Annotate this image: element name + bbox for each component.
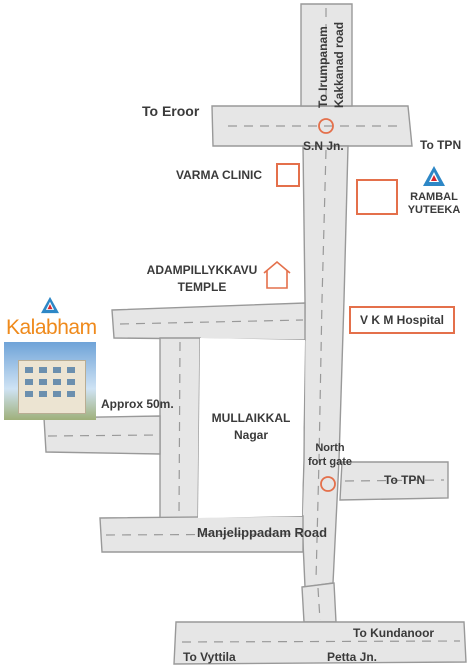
label-petta-jn: Petta Jn. (327, 650, 378, 664)
rambal-yuteeka-marker (356, 179, 398, 215)
label-to-tpn-top: To TPN (420, 138, 462, 152)
road-irumpanam (300, 3, 353, 107)
kalabham-logo-icon (41, 296, 59, 314)
kalabham-logo: Kalabham (4, 296, 100, 340)
label-rambal-yuteeka: RAMBAL YUTEEKA (404, 191, 464, 217)
building-illustration (18, 360, 86, 414)
label-adampillykkavu: ADAMPILLYKKAVU (146, 263, 258, 277)
rambal-logo-icon (423, 166, 445, 186)
road-vyttila-kundanoor (173, 621, 467, 665)
road-dash (315, 149, 327, 581)
label-north-fort-gate: North fort gate (298, 441, 362, 469)
label-temple-word: TEMPLE (177, 280, 227, 294)
label-to-kundanoor: To Kundanoor (353, 626, 435, 640)
label-fort-gate: fort gate (308, 456, 352, 468)
label-to-vyttila: To Vyttila (183, 650, 236, 664)
label-to-eroor: To Eroor (142, 103, 200, 119)
kalabham-name: Kalabham (6, 316, 97, 339)
road-petta-connector (301, 582, 337, 623)
label-rambal: RAMBAL (410, 191, 458, 203)
label-to-tpn-mid: To TPN (384, 473, 426, 487)
road-dash (119, 319, 304, 325)
mullaikkal-nagar-block (198, 338, 305, 518)
label-to-irumpanam-line2: Kakkanad road (332, 21, 346, 108)
label-approx-50m: Approx 50m. (101, 397, 174, 411)
label-to-irumpanam-line1: To Irumpanam (316, 26, 330, 108)
road-dash (105, 533, 301, 536)
temple-icon (263, 260, 291, 289)
label-yuteeka: YUTEEKA (407, 204, 461, 216)
road-dash (47, 434, 159, 437)
kalabham-building-photo (4, 342, 96, 420)
label-mullaikkal: MULLAIKKAL (211, 411, 291, 425)
varma-clinic-marker (276, 163, 300, 187)
vkm-hospital-marker: V K M Hospital (349, 306, 455, 334)
road-dash (178, 341, 181, 517)
label-manjelippadam-road: Manjelippadam Road (197, 525, 328, 540)
road-main-north-south (301, 145, 349, 588)
road-dash (317, 587, 321, 621)
label-varma-clinic: VARMA CLINIC (176, 168, 262, 182)
label-temple: ADAMPILLYKKAVU TEMPLE (146, 262, 258, 296)
north-fort-gate-marker (320, 476, 336, 492)
label-to-irumpanam: To Irumpanam Kakkanad road (304, 8, 356, 108)
label-mullaikkal-nagar: MULLAIKKAL Nagar (206, 410, 296, 444)
label-sn-jn: S.N Jn. (303, 139, 344, 153)
label-nagar: Nagar (233, 428, 268, 442)
sn-junction-marker (318, 118, 334, 134)
label-north: North (315, 442, 345, 454)
road-dash (344, 479, 445, 482)
road-dash (181, 640, 461, 643)
